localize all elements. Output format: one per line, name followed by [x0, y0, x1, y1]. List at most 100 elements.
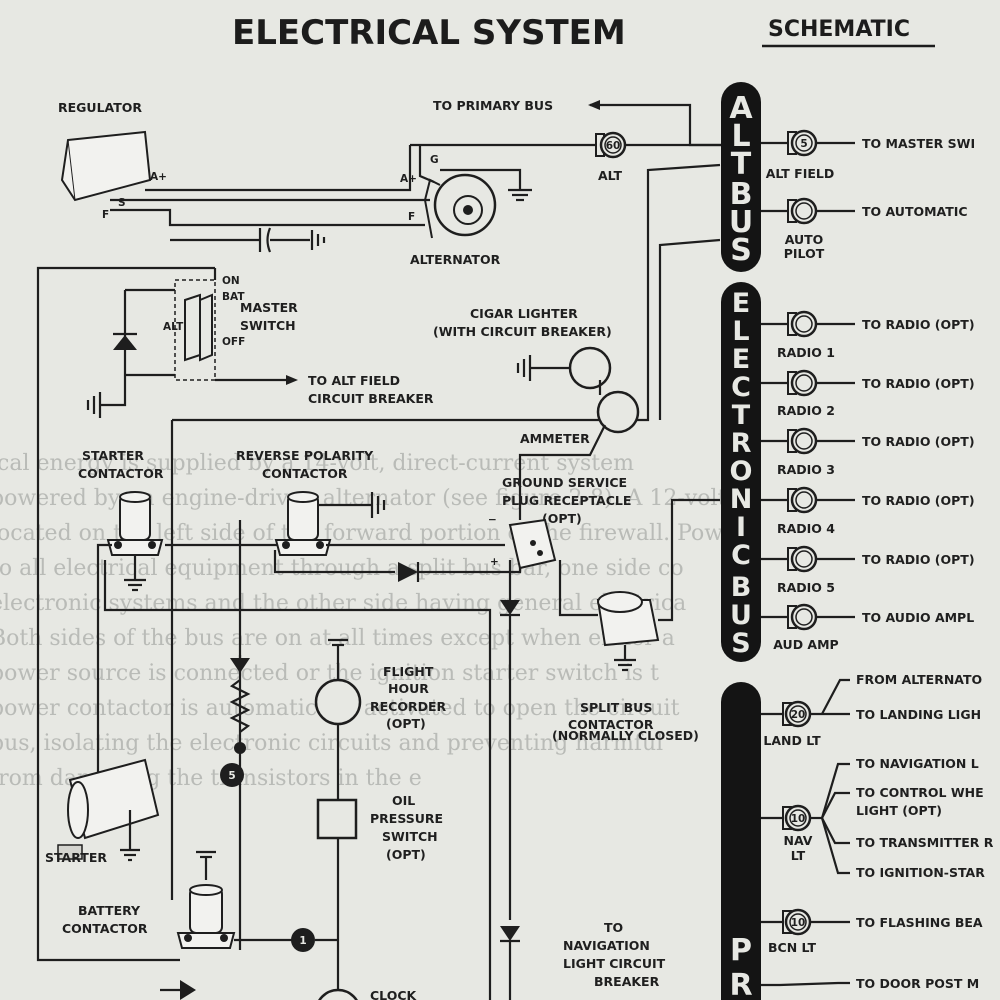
breaker-label: RADIO 2 — [777, 403, 835, 418]
ground-service-receptacle: GROUND SERVICE PLUG RECEPTACLE (OPT) − + — [488, 475, 631, 570]
electronic-bus-letter: I — [736, 512, 746, 543]
terminal-label: F — [102, 209, 109, 221]
electronic-bus-letter: O — [730, 456, 753, 487]
master-switch: MASTER SWITCH ON BAT ALT OFF — [163, 275, 298, 381]
breaker-rating: 60 — [606, 140, 621, 152]
split-bus-label: CONTACTOR — [568, 717, 654, 732]
breaker-rating: 10 — [791, 917, 806, 929]
terminal-label: A+ — [400, 173, 417, 185]
breaker-target: TO RADIO (OPT) — [862, 376, 975, 391]
breaker-target: TO AUDIO AMPL — [862, 610, 974, 625]
alt-field-breaker: 5 ALT FIELD TO MASTER SWI — [761, 129, 975, 181]
master-switch-label: SWITCH — [240, 318, 296, 333]
arrow-right-icon — [286, 375, 298, 385]
split-bus-label: (NORMALLY CLOSED) — [552, 728, 699, 743]
oil-pressure-label: OIL — [392, 793, 415, 808]
autopilot-breaker: AUTO PILOT TO AUTOMATIC — [761, 197, 968, 261]
starter-contactor-label: CONTACTOR — [78, 466, 164, 481]
primary-bus: P R — [721, 682, 761, 1000]
flight-hour-label: (OPT) — [386, 716, 426, 731]
flight-hour-label: RECORDER — [370, 699, 447, 714]
bcn-lt-breaker: 10 BCN LT TO FLASHING BEA TO DOOR POST M — [761, 908, 983, 991]
oil-pressure-label: (OPT) — [386, 847, 426, 862]
primary-bus-letter: P — [730, 933, 752, 968]
nav-lt-breaker: 10 NAV LT TO NAVIGATION L TO CONTROL WHE… — [761, 756, 994, 880]
alt-bus-letter: S — [730, 233, 752, 268]
diode-icon — [113, 335, 137, 350]
primary-bus-bar — [721, 682, 761, 1000]
arrow-left-icon — [588, 100, 600, 110]
ammeter: AMMETER — [518, 163, 721, 520]
clock: CLOCK — [318, 988, 417, 1000]
battery-contactor-label: BATTERY — [78, 903, 141, 918]
ground-service-label: PLUG RECEPTACLE — [502, 493, 631, 508]
to-alt-field-label: TO ALT FIELD — [308, 373, 400, 388]
nav-target: TO NAVIGATION L — [856, 756, 979, 771]
nav-target: TO TRANSMITTER R — [856, 835, 994, 850]
radio-2-breaker: RADIO 2 TO RADIO (OPT) — [761, 369, 975, 418]
radio-3-breaker: RADIO 3 TO RADIO (OPT) — [761, 427, 975, 477]
breaker-target: TO RADIO (OPT) — [862, 317, 975, 332]
electronic-bus-letter: T — [732, 400, 751, 431]
alt-bus-letter: U — [729, 205, 753, 240]
switch-pos-label: BAT — [222, 291, 245, 303]
terminal-label: G — [430, 154, 439, 166]
nav-cb-label: NAVIGATION — [563, 938, 650, 953]
primary-bus-letter: R — [729, 968, 752, 1000]
to-primary-bus-label: TO PRIMARY BUS — [433, 98, 553, 113]
breaker-1: 1 — [291, 928, 315, 952]
to-nav-light-cb: TO NAVIGATION LIGHT CIRCUIT BREAKER — [563, 920, 666, 989]
ground-service-label: GROUND SERVICE — [502, 475, 627, 490]
starter-motor: STARTER — [45, 758, 160, 865]
breaker-rating: 10 — [791, 813, 806, 825]
regulator: REGULATOR A+ F S — [58, 100, 167, 221]
alt-output-wire — [418, 145, 435, 184]
clock-label: CLOCK — [370, 988, 417, 1000]
reverse-polarity-contactor: REVERSE POLARITY CONTACTOR — [236, 448, 374, 556]
bg-line-9: from damaging the transistors in the e — [0, 766, 422, 791]
ammeter-label: AMMETER — [520, 431, 590, 446]
breaker-target: TO FLASHING BEA — [856, 915, 983, 930]
electronic-bus-letter: S — [731, 628, 750, 659]
breaker-target: TO LANDING LIGH — [856, 707, 981, 722]
page-subtitle: SCHEMATIC — [768, 17, 910, 42]
split-bus-contactor: SPLIT BUS CONTACTOR (NORMALLY CLOSED) — [552, 591, 699, 743]
reverse-polarity-label: REVERSE POLARITY — [236, 448, 374, 463]
page-title: ELECTRICAL SYSTEM — [232, 13, 626, 53]
oil-pressure-switch: OIL PRESSURE SWITCH (OPT) — [316, 793, 443, 990]
nav-target: LIGHT (OPT) — [856, 803, 942, 818]
master-to-battery-wire — [36, 266, 215, 962]
starter-wire — [96, 543, 112, 790]
split-bus-label: SPLIT BUS — [580, 700, 652, 715]
electronic-bus-letter: U — [730, 600, 752, 631]
minus-sign: − — [488, 514, 497, 526]
cigar-lighter-label: CIGAR LIGHTER — [470, 306, 578, 321]
breaker-label: LAND LT — [763, 733, 821, 748]
reverse-polarity-label: CONTACTOR — [262, 466, 348, 481]
flight-hour-label: HOUR — [388, 681, 429, 696]
breaker-target: TO MASTER SWI — [862, 136, 975, 151]
diode-icon — [500, 926, 520, 941]
electronic-bus-letter: N — [730, 484, 753, 515]
ground-service-label: (OPT) — [542, 511, 582, 526]
alt-bus-letter: B — [730, 177, 753, 212]
breaker-rating: 1 — [299, 935, 306, 947]
from-alternator-label: FROM ALTERNATO — [856, 672, 982, 687]
to-alt-field-label: CIRCUIT BREAKER — [308, 391, 434, 406]
breaker-target: TO RADIO (OPT) — [862, 434, 975, 449]
breaker-label: NAV — [784, 833, 813, 848]
alt-bus-letter: L — [731, 119, 750, 154]
alternator-label: ALTERNATOR — [410, 252, 501, 267]
breaker-rating: 5 — [228, 770, 235, 782]
starter-contactor-label: STARTER — [82, 448, 144, 463]
breaker-target: TO AUTOMATIC — [862, 204, 968, 219]
alt-bus: A L T B U S — [721, 82, 761, 272]
breaker-label: RADIO 1 — [777, 345, 835, 360]
alt-bus-letter: T — [731, 147, 752, 182]
radio-5-breaker: RADIO 5 TO RADIO (OPT) — [761, 545, 975, 595]
resistor-icon — [229, 679, 251, 733]
electronic-bus-letter: C — [731, 540, 751, 571]
battery-contactor-label: CONTACTOR — [62, 921, 148, 936]
breaker-label: AUTO — [785, 232, 824, 247]
